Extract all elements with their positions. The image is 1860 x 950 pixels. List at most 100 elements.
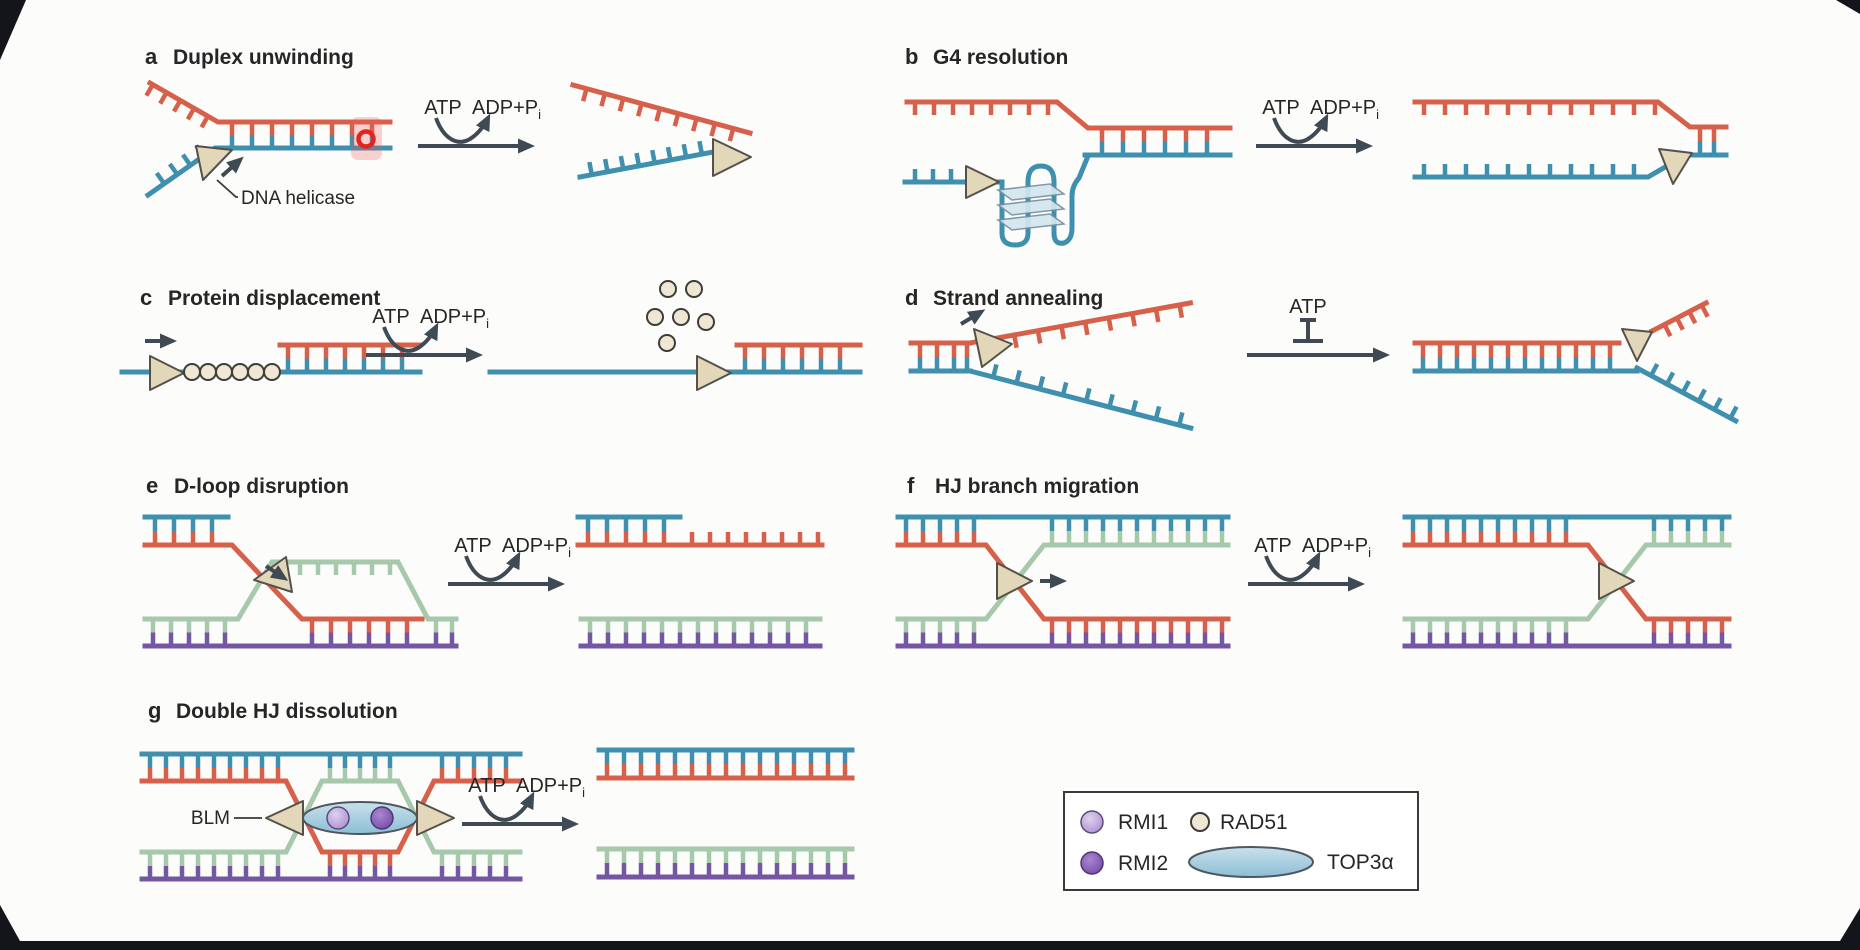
rungs-red-top <box>903 531 977 545</box>
rungs-green-bottom <box>1410 619 1569 633</box>
legend-label-rad51: RAD51 <box>1220 811 1288 834</box>
duplex-rungs-blue <box>917 357 970 371</box>
translocation-arrow-icon <box>264 564 289 581</box>
panel-e-letter: e <box>146 473 158 498</box>
red-strand-ticks <box>912 102 1051 115</box>
rungs-green-top <box>1049 531 1225 545</box>
duplex-rungs-blue <box>285 358 405 372</box>
duplex-rungs-red <box>229 122 375 135</box>
red-strand-crossing <box>1402 542 1732 622</box>
blue-strand-ticks <box>587 140 705 176</box>
reaction-arrow-e: ATP ADP+Pi <box>448 535 571 584</box>
rad51-icon <box>1190 812 1210 832</box>
g4-tetrad-plane <box>995 183 1067 201</box>
legend: RMI1 RMI2 RAD51 TOP3α <box>1063 791 1419 891</box>
atp-label: ATP <box>372 306 409 328</box>
rmi2-icon <box>1080 851 1104 875</box>
rad51-protein-icon <box>658 334 676 352</box>
panel-c: c Protein displacement ATP ADP+Pi <box>119 280 863 391</box>
green-strand-crossing <box>1402 542 1732 622</box>
corner-artifact <box>0 0 26 60</box>
rad51-protein-icon <box>659 280 677 298</box>
red-strand <box>146 79 393 125</box>
reaction-arrow-a: ATP ADP+Pi <box>418 97 541 146</box>
panel-g-double-hj: BLM <box>139 751 523 882</box>
adp-label: ADP+Pi <box>1310 97 1379 122</box>
atp-label: ATP <box>454 535 491 557</box>
reaction-arrow-f: ATP ADP+Pi <box>1248 535 1371 584</box>
reaction-arrow-c: ATP ADP+Pi <box>366 306 489 355</box>
legend-label-rmi2: RMI2 <box>1118 852 1168 875</box>
corner-artifact <box>1836 0 1860 14</box>
duplex-rungs-red <box>1420 343 1613 357</box>
rungs-purple <box>1410 632 1725 646</box>
helicase-triangle-icon <box>1621 328 1653 362</box>
atp-label: ATP <box>1254 535 1291 557</box>
panel-c-substrate <box>119 333 423 391</box>
rungs-green-top <box>1651 531 1725 545</box>
rad51-protein-icon <box>215 363 233 381</box>
panel-d-title: Strand annealing <box>933 287 1103 310</box>
panel-f-title: HJ branch migration <box>935 475 1139 498</box>
panel-a: a Duplex unwinding DNA helicase ATP ADP+… <box>144 44 754 209</box>
duplex-rungs-purple <box>587 632 809 646</box>
rungs-blue <box>604 750 848 764</box>
helicase-triangle-icon <box>1598 562 1635 600</box>
panel-b-substrate-g4 <box>902 99 1233 248</box>
rungs-red-top <box>1410 531 1569 545</box>
rungs-purple <box>604 863 848 877</box>
red-strand-crossing <box>895 542 1231 622</box>
duplex-rungs-blue <box>152 517 215 531</box>
corner-artifact <box>0 905 20 941</box>
panel-c-title: Protein displacement <box>168 287 380 310</box>
red-strand-tail <box>1648 299 1710 335</box>
red-ring-marker <box>356 129 376 149</box>
displaced-proteins <box>646 280 715 352</box>
rad51-protein-icon <box>646 308 664 326</box>
rungs-red-bottom <box>1651 619 1725 633</box>
g4-tetrad-plane <box>995 198 1067 216</box>
panel-g-title: Double HJ dissolution <box>176 700 398 723</box>
dissolvasome-complex: BLM <box>191 800 455 836</box>
rungs-red-bottom <box>1049 619 1225 633</box>
duplex-rungs-red <box>1697 127 1717 141</box>
blue-strand-ticks <box>1421 164 1637 177</box>
blue-strand-tail <box>966 367 1194 432</box>
rungs-red-bottom <box>327 852 393 866</box>
purple-rungs <box>150 632 455 646</box>
helicase-triangle-icon <box>973 328 1013 368</box>
adp-label: ADP+Pi <box>1302 535 1371 560</box>
reaction-arrow-g: ATP ADP+Pi <box>462 775 585 824</box>
red-strand-ticks <box>689 532 821 545</box>
rungs-green-bottom <box>147 852 509 866</box>
duplex-rungs-red <box>285 345 405 359</box>
rungs-green <box>604 849 848 863</box>
rungs-green-bottom <box>903 619 977 633</box>
panel-a-title: Duplex unwinding <box>173 46 354 69</box>
pointer-line <box>216 179 238 198</box>
red-strand-ticks <box>1012 304 1185 349</box>
panel-d-letter: d <box>905 285 918 310</box>
rungs-blue <box>1410 517 1725 531</box>
panel-b: b G4 resolution ATP ADP+Pi <box>902 44 1729 248</box>
panel-e-title: D-loop disruption <box>174 475 349 498</box>
rmi2-icon <box>370 806 394 830</box>
red-strand <box>569 81 754 137</box>
panel-g-letter: g <box>148 698 161 723</box>
dna-helicase-label: DNA helicase <box>241 188 355 209</box>
panel-b-product <box>1412 99 1729 185</box>
blue-strand-ticks <box>1649 363 1739 420</box>
panel-e-substrate-dloop <box>142 514 459 649</box>
rungs-red-top <box>147 768 509 781</box>
blue-strand-ticks <box>912 169 954 182</box>
atp-label: ATP <box>1262 97 1299 119</box>
blm-helicase-triangle-icon <box>416 800 455 836</box>
adp-label: ADP+Pi <box>516 775 585 800</box>
panel-g: g Double HJ dissolution BLM <box>139 698 855 882</box>
helicase-triangle-icon <box>965 165 1000 199</box>
rmi1-icon <box>1080 810 1104 834</box>
panel-f-letter: f <box>907 473 915 498</box>
rmi1-icon <box>326 806 350 830</box>
